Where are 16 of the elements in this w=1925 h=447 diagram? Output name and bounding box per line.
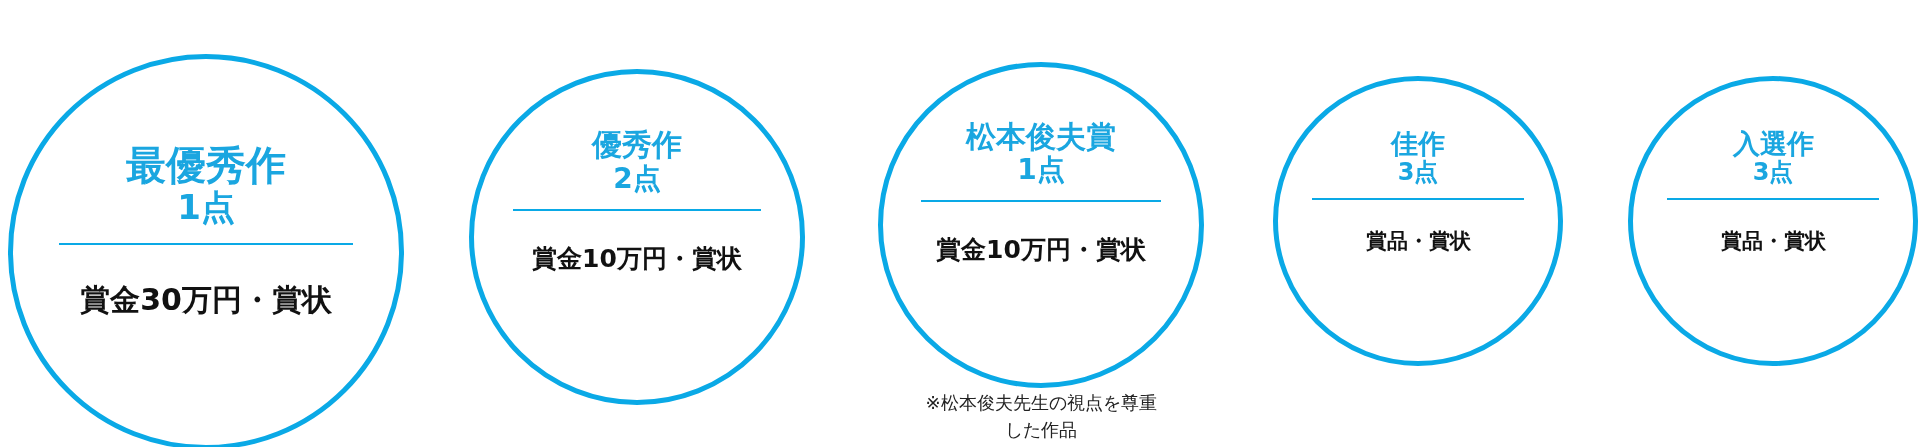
award-title: 佳作 bbox=[1391, 127, 1445, 159]
award-title: 優秀作 bbox=[592, 128, 682, 163]
prize-text: 賞金10万円・賞状 bbox=[936, 234, 1146, 267]
prize-text: 賞金30万円・賞状 bbox=[80, 281, 332, 320]
award-count: 2点 bbox=[613, 162, 661, 195]
prize-text: 賞品・賞状 bbox=[1720, 227, 1826, 255]
award-title: 入選作 bbox=[1732, 127, 1814, 159]
award-count: 3点 bbox=[1397, 158, 1439, 187]
prize-text: 賞金10万円・賞状 bbox=[532, 242, 742, 275]
award-count: 3点 bbox=[1752, 158, 1794, 187]
award-title: 最優秀作 bbox=[126, 141, 286, 188]
award-title: 松本俊夫賞 bbox=[966, 119, 1116, 155]
footnote: ※松本俊夫先生の視点を尊重した作品 bbox=[924, 391, 1158, 442]
award-count: 1点 bbox=[1017, 154, 1065, 187]
prize-text: 賞品・賞状 bbox=[1365, 227, 1471, 255]
award-count: 1点 bbox=[177, 187, 235, 227]
